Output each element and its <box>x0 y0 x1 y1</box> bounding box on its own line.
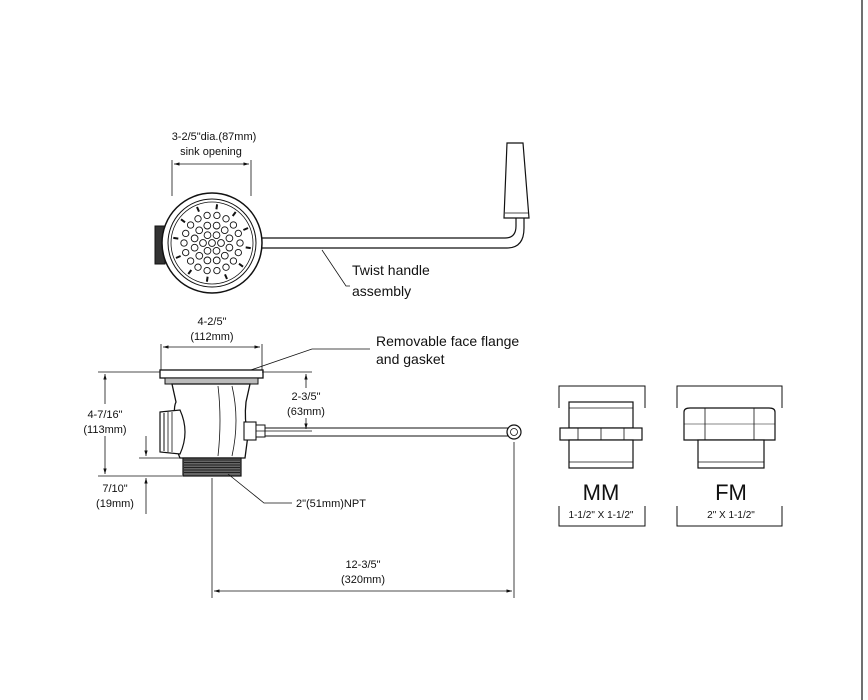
handle-grip <box>503 142 530 219</box>
total-height-dimension: 4-7/16" <box>87 409 122 421</box>
upper-height-dimension: 2-3/5" <box>292 391 321 403</box>
side-view: 4-2/5" (112mm) Removable face flange and… <box>76 316 522 598</box>
strainer-slot <box>231 211 237 217</box>
handle-boss <box>243 421 257 441</box>
strainer-hole <box>222 215 230 223</box>
strainer-slot <box>187 269 193 275</box>
strainer-hole <box>186 257 195 265</box>
strainer-hole <box>203 246 212 255</box>
assembly-label: assembly <box>352 283 411 299</box>
handle-end-knob <box>506 424 522 440</box>
strainer-hole <box>212 256 221 265</box>
strainer-outer-ring <box>161 192 263 294</box>
strainer-slot <box>243 227 249 231</box>
handle-length-mm: (320mm) <box>341 574 385 586</box>
strainer-hole <box>212 246 221 255</box>
strainer-holes <box>173 204 251 282</box>
fitting-fm-code: FM <box>715 480 747 505</box>
strainer-hole <box>182 229 190 238</box>
fitting-mm: MM 1-1/2" X 1-1/2" <box>558 385 646 527</box>
strainer-hole <box>186 221 195 229</box>
strainer-slot <box>245 246 251 250</box>
strainer-hole <box>220 226 229 235</box>
strainer-hole <box>190 234 199 243</box>
strainer-hole <box>225 234 234 243</box>
sink-opening-label: sink opening <box>180 146 242 158</box>
fitting-mm-top-thread <box>568 401 634 429</box>
thread-height-mm: (19mm) <box>96 498 134 510</box>
total-height-mm: (113mm) <box>83 424 126 436</box>
flange-callout-line1: Removable face flange <box>376 333 519 349</box>
strainer-slot <box>175 255 181 259</box>
left-lock-nut <box>159 409 186 455</box>
flange-width-dimension: 4-2/5" <box>198 316 227 328</box>
strainer-hole <box>220 251 229 260</box>
strainer-hole <box>212 231 221 240</box>
strainer-hole <box>208 239 216 247</box>
thread-body <box>182 457 242 477</box>
strainer-hole <box>199 239 207 247</box>
strainer-hole <box>236 239 244 247</box>
fitting-fm-frame <box>676 385 783 527</box>
strainer-hole <box>194 215 202 223</box>
face-flange <box>159 369 264 379</box>
strainer-hole <box>203 231 212 240</box>
strainer-hole <box>203 221 212 230</box>
strainer-slot <box>205 276 209 282</box>
fitting-fm: FM 2" X 1-1/2" <box>676 385 783 527</box>
fitting-fm-bottom-thread <box>697 439 765 469</box>
strainer-slot <box>180 218 186 224</box>
sink-opening-dimension: 3-2/5"dia.(87mm) <box>172 131 257 143</box>
strainer-hole <box>234 248 242 257</box>
strainer-slot <box>173 236 179 240</box>
twist-handle-rod <box>262 218 525 249</box>
strainer-hole <box>213 266 221 275</box>
flange-callout-line2: and gasket <box>376 351 445 367</box>
strainer-hole <box>234 229 242 238</box>
fitting-mm-size: 1-1/2" X 1-1/2" <box>569 510 634 521</box>
npt-callout-leader <box>227 473 292 504</box>
strainer-hole <box>217 239 225 247</box>
strainer-hole <box>212 221 221 230</box>
npt-thread-label: 2"(51mm)NPT <box>296 498 366 510</box>
strainer-hole <box>222 263 230 271</box>
strainer-slot <box>224 274 228 280</box>
strainer-hole <box>203 211 211 220</box>
strainer-hole <box>229 257 238 265</box>
flange-width-mm: (112mm) <box>190 331 233 343</box>
strainer-hole <box>213 211 221 220</box>
fitting-mm-code: MM <box>583 480 620 505</box>
strainer-hole <box>180 239 188 247</box>
upper-height-mm: (63mm) <box>287 406 325 418</box>
fitting-fm-size: 2" X 1-1/2" <box>707 510 755 521</box>
strainer-hole <box>203 256 212 265</box>
strainer-hole <box>225 243 234 252</box>
fitting-mm-frame <box>558 385 646 527</box>
thread-height-dimension: 7/10" <box>102 483 127 495</box>
strainer-hole <box>203 266 211 275</box>
strainer-slot <box>238 262 244 268</box>
strainer-slot <box>196 206 200 212</box>
handle-callout-leader <box>321 249 350 287</box>
flange-callout-leader <box>244 348 370 373</box>
strainer-hole <box>229 221 238 229</box>
npt-thread <box>182 457 242 477</box>
strainer-hole <box>190 243 199 252</box>
strainer-slot <box>215 204 219 210</box>
strainer-hole <box>194 263 202 271</box>
strainer-hole <box>195 226 204 235</box>
strainer-hole <box>182 248 190 257</box>
fitting-mm-bottom-thread <box>568 439 634 469</box>
top-view: 3-2/5"dia.(87mm) sink opening Twist hand… <box>154 131 530 299</box>
strainer-hole <box>195 251 204 260</box>
handle-length-dimension: 12-3/5" <box>345 559 380 571</box>
twist-handle-label: Twist handle <box>352 262 430 278</box>
